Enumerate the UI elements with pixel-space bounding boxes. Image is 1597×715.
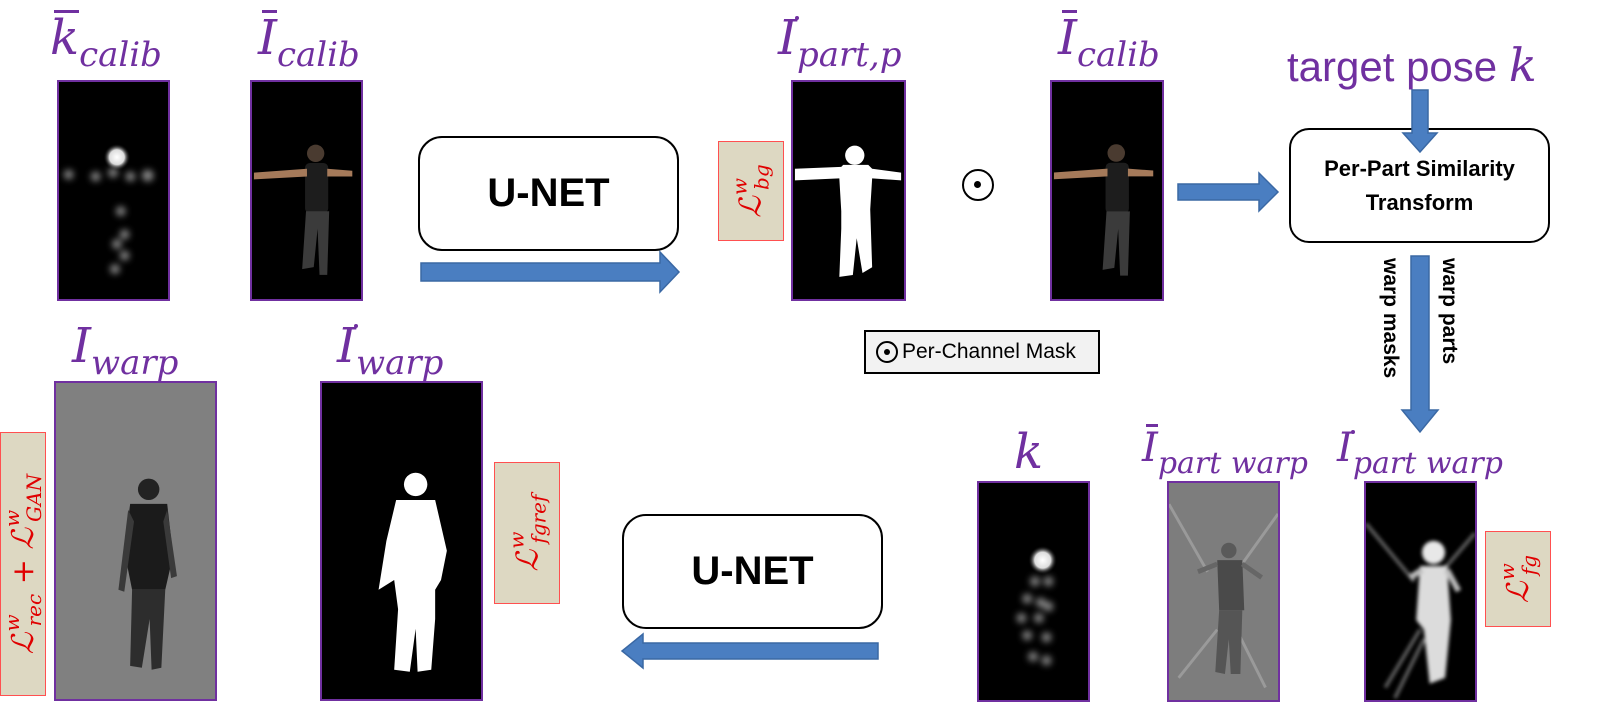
panel-i-calib-person [250,80,363,301]
unet-top-box: U-NET [418,136,679,251]
odot-icon [876,341,898,363]
i-part-warp-bar-sub: part warp [1157,446,1308,481]
person-armsout-image [253,144,353,275]
person-armsout-image-2 [1053,144,1154,276]
arrow-warp-down [1400,255,1440,434]
loss-rec-base: ℒ [6,632,41,655]
panel-i-part-warp-dot [1364,481,1477,702]
label-i-warp: Iwarp [72,322,178,380]
i-part-warp-dot-sub: part warp [1352,446,1503,481]
i-calib-2-sub: calib [1076,35,1160,75]
loss-fgref-base: ℒ [510,549,545,572]
loss-rec-gan-box: ℒwrec + ℒwGAN [0,432,46,696]
per-channel-mask-icon [962,169,994,201]
i-warp-base: I [72,318,91,374]
loss-plus: + [6,549,41,594]
label-i-part-p: Ipart,p [778,14,902,72]
target-pose-var: k [1508,38,1537,92]
heatmap-k [1016,545,1058,666]
panel-i-part-warp-bar [1167,481,1280,702]
i-calib-2-base: I [1058,10,1077,66]
k-base: k [1014,424,1044,480]
i-calib-1-sub: calib [276,35,360,75]
loss-gan-base: ℒ [6,527,41,550]
i-warp-sub: warp [90,343,179,383]
loss-gan-sup: w [0,509,24,527]
loss-fgref-box: ℒwfgref [494,462,560,604]
label-i-part-warp-bar: Ipart warp [1142,424,1308,481]
label-k: k [1014,428,1043,476]
arrow-to-transform [1177,171,1280,213]
person-walking-render [118,478,177,670]
warped-parts-gray-image [1169,503,1278,689]
odot-operator-symbol [962,169,998,206]
i-part-p-base: I [778,10,799,66]
warp-parts-label: warp parts [1438,258,1461,365]
mask-armsout-image [794,145,902,277]
loss-bg-box: ℒwbg [718,141,784,241]
mask-walking-image [378,472,447,672]
loss-fgref-sub: fgref [526,494,550,544]
loss-fgref-sup: w [504,531,528,549]
label-i-calib-2: Icalib [1058,10,1160,75]
loss-rec-sub: rec [22,593,46,627]
target-pose-label: target pose k [1287,38,1537,92]
loss-fgref-formula: ℒwfgref [504,495,550,572]
loss-fg-sub: fg [1516,555,1541,576]
legend-text: Per-Channel Mask [902,340,1076,363]
i-part-warp-bar-base: I [1142,424,1158,471]
warped-masks-image [1366,522,1475,699]
k-calib-sub: calib [79,35,162,75]
loss-gan-sub: GAN [22,473,46,522]
panel-i-warp-render [54,381,217,701]
loss-rec-gan-formula: ℒwrec + ℒwGAN [0,474,46,654]
panel-k-heatmap [977,481,1090,702]
i-warp-dot-sub: warp [355,343,444,383]
loss-rec-sup: w [0,614,24,632]
label-i-part-warp-dot: Ipart warp [1337,428,1503,479]
loss-fg-formula: ℒwfg [1495,555,1541,603]
label-i-warp-dot: Iwarp [337,322,443,380]
loss-fg-base: ℒ [1500,581,1536,603]
transform-line1: Per-Part Similarity [1324,155,1515,181]
i-warp-dot-base: I [337,318,358,374]
loss-fg-sup: w [1494,563,1519,581]
i-calib-1-base: I [258,10,277,66]
transform-line2: Transform [1365,189,1474,215]
label-k-calib: kcalib [50,10,162,75]
i-part-p-sub: part,p [796,35,902,75]
label-i-calib-1: Icalib [258,10,360,75]
heatmap-k-calib [63,143,154,274]
panel-i-calib-person-2 [1050,80,1164,301]
arrow-unet-top-right [420,250,681,294]
per-channel-mask-legend: Per-Channel Mask [864,330,1100,374]
loss-fg-box: ℒwfg [1485,531,1551,627]
arrow-target-down [1401,89,1439,154]
unet-bottom-box: U-NET [622,514,883,629]
warp-masks-label: warp masks [1379,258,1402,379]
k-calib-base: k [50,10,80,66]
target-pose-text: target pose [1287,43,1498,90]
panel-i-part-p-mask [791,80,906,301]
arrow-unet-bottom-left [620,632,879,670]
i-part-warp-dot-base: I [1337,425,1355,471]
panel-i-warp-mask [320,381,483,701]
panel-k-calib-heatmap [57,80,170,301]
